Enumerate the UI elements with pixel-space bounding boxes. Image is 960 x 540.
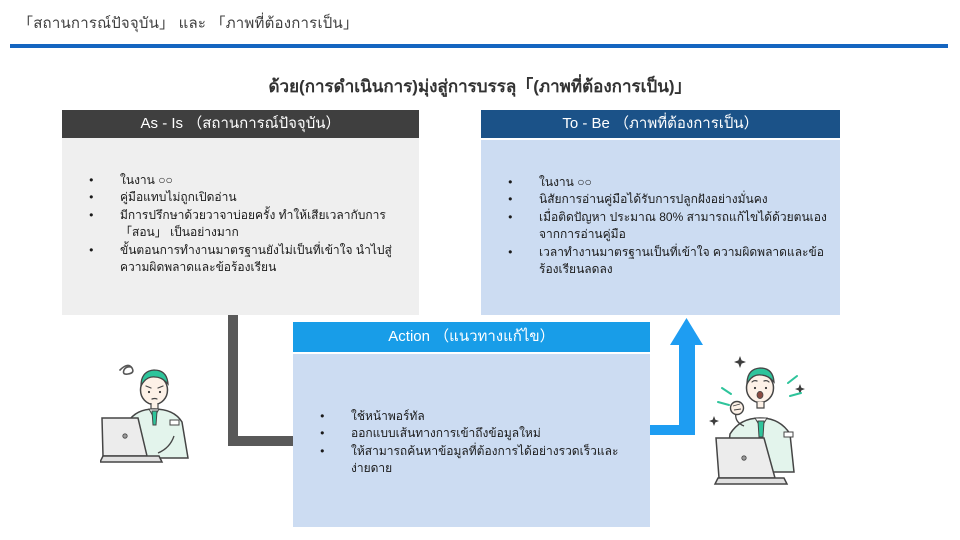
- to-be-header: To - Be （ภาพที่ต้องการเป็น）: [481, 110, 840, 138]
- bullet-item: ใช้หน้าพอร์ทัล: [293, 408, 650, 425]
- action-box: Action （แนวทางแก้ไข） ใช้หน้าพอร์ทัลออกแบ…: [293, 322, 650, 527]
- to-be-box: To - Be （ภาพที่ต้องการเป็น） ในงาน ○○นิสั…: [481, 110, 840, 315]
- bullet-item: เมื่อติดปัญหา ประมาณ 80% สามารถแก้ไขได้ด…: [481, 209, 840, 244]
- sparkle-icon: [795, 384, 805, 394]
- bullet-item: ในงาน ○○: [62, 172, 419, 189]
- frustrated-worker-illustration: [100, 364, 189, 463]
- bullet-item: มีการปรึกษาด้วยวาจาบ่อยครั้ง ทำให้เสียเว…: [62, 207, 419, 242]
- as-is-box: As - Is （สถานการณ์ปัจจุบัน） ในงาน ○○คู่ม…: [62, 110, 419, 315]
- as-is-header: As - Is （สถานการณ์ปัจจุบัน）: [62, 110, 419, 138]
- title-underline: [10, 44, 948, 48]
- bullet-item: นิสัยการอ่านคู่มือได้รับการปลูกฝังอย่างม…: [481, 191, 840, 208]
- bullet-item: เวลาทำงานมาตรฐานเป็นที่เข้าใจ ความผิดพลา…: [481, 244, 840, 279]
- action-to-to-be-arrow: [650, 318, 703, 435]
- action-header: Action （แนวทางแก้ไข）: [293, 322, 650, 352]
- happy-worker-illustration: [709, 356, 805, 485]
- bullet-item: ขั้นตอนการทำงานมาตรฐานยังไม่เป็นที่เข้าใ…: [62, 242, 419, 277]
- action-body: ใช้หน้าพอร์ทัลออกแบบเส้นทางการเข้าถึงข้อ…: [293, 354, 650, 527]
- to-be-bullet-list: ในงาน ○○นิสัยการอ่านคู่มือได้รับการปลูกฝ…: [481, 174, 840, 278]
- bullet-item: ให้สามารถค้นหาข้อมูลที่ต้องการได้อย่างรว…: [293, 443, 650, 478]
- bullet-item: ในงาน ○○: [481, 174, 840, 191]
- as-is-bullet-list: ในงาน ○○คู่มือแทบไม่ถูกเปิดอ่านมีการปรึก…: [62, 172, 419, 276]
- sparkle-icon: [709, 416, 719, 426]
- page-title: 「สถานการณ์ปัจจุบัน」 และ 「ภาพที่ต้องการเป…: [18, 15, 359, 32]
- to-be-body: ในงาน ○○นิสัยการอ่านคู่มือได้รับการปลูกฝ…: [481, 140, 840, 315]
- as-is-body: ในงาน ○○คู่มือแทบไม่ถูกเปิดอ่านมีการปรึก…: [62, 138, 419, 315]
- sparkle-icon: [734, 356, 746, 368]
- bullet-item: ออกแบบเส้นทางการเข้าถึงข้อมูลใหม่: [293, 425, 650, 442]
- as-is-to-action-connector: [228, 315, 293, 446]
- action-bullet-list: ใช้หน้าพอร์ทัลออกแบบเส้นทางการเข้าถึงข้อ…: [293, 408, 650, 478]
- annoyance-squiggle-icon: [119, 364, 134, 375]
- bullet-item: คู่มือแทบไม่ถูกเปิดอ่าน: [62, 189, 419, 206]
- slide-subtitle: ด้วย(การดำเนินการ)มุ่งสู่การบรรลุ「(ภาพที…: [268, 77, 692, 96]
